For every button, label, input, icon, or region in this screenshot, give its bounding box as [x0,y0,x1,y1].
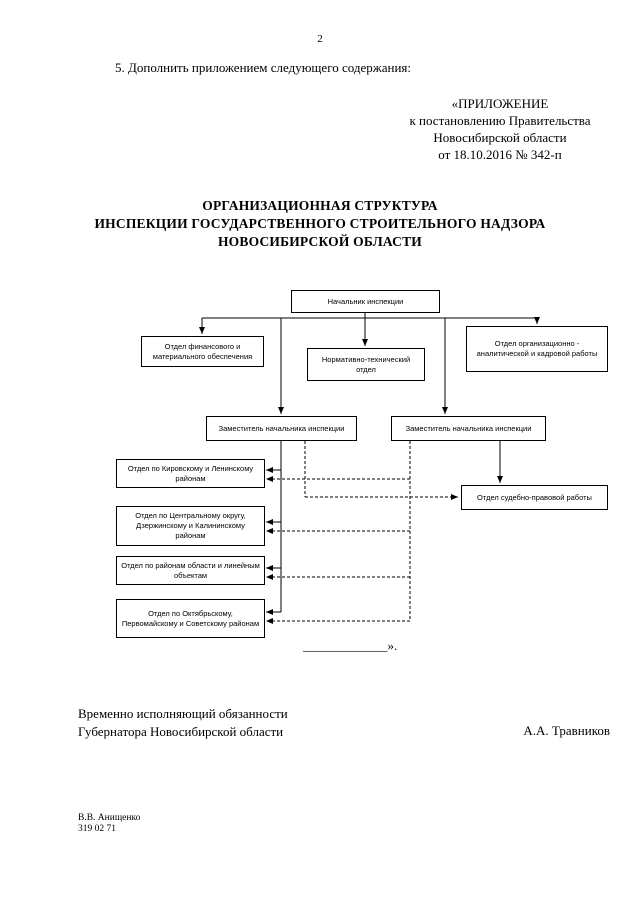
org-box-label: Отдел финансового и материального обеспе… [152,341,253,361]
org-box-kirovsky-leninsky-department: Отдел по Кировскому и Ленинскому районам [116,459,265,488]
title-line-2: ИНСПЕКЦИИ ГОСУДАРСТВЕННОГО СТРОИТЕЛЬНОГО… [94,216,546,231]
annex-header: «ПРИЛОЖЕНИЕ к постановлению Правительств… [375,95,625,163]
org-box-normative-technical-department: Нормативно-технический отдел [307,348,425,381]
org-chart-title: ОРГАНИЗАЦИОННАЯ СТРУКТУРА ИНСПЕКЦИИ ГОСУ… [0,197,640,251]
org-box-label: Нормативно-технический отдел [321,354,411,374]
org-box-finance-department: Отдел финансового и материального обеспе… [141,336,264,367]
closing-quote-mark: _____________». [303,638,398,653]
dashed-connectors [266,441,458,624]
org-box-label: Отдел по Кировскому и Ленинскому районам [127,463,254,483]
annex-line-2: к постановлению Правительства [409,113,591,128]
org-box-judicial-legal-department: Отдел судебно-правовой работы [461,485,608,510]
org-box-deputy-head-1: Заместитель начальника инспекции [206,416,357,441]
signature-line-2: Губернатора Новосибирской области [78,724,284,739]
org-box-label: Начальник инспекции [327,296,404,306]
executor-footnote: В.В. Анищенко 319 02 71 [78,813,140,835]
org-box-label: Заместитель начальника инспекции [218,423,345,433]
page-number: 2 [317,33,323,45]
annex-line-1: «ПРИЛОЖЕНИЕ [451,96,549,111]
annex-line-4: от 18.10.2016 № 342-п [438,147,562,162]
signatory-name: А.А. Травников [523,723,610,738]
title-line-1: ОРГАНИЗАЦИОННАЯ СТРУКТУРА [202,198,438,213]
org-box-label: Отдел по Центральному округу, Дзержинско… [135,511,246,540]
signature-block: Временно исполняющий обязанности Губерна… [78,705,288,741]
org-box-organizational-hr-department: Отдел организационно - аналитической и к… [466,326,608,372]
org-box-head-of-inspection: Начальник инспекции [291,290,440,313]
title-line-3: НОВОСИБИРСКОЙ ОБЛАСТИ [217,234,423,249]
signature-line-1: Временно исполняющий обязанности [78,706,288,721]
org-box-region-districts-department: Отдел по районам области и линейным объе… [116,556,265,585]
org-box-label: Отдел судебно-правовой работы [477,492,592,502]
org-box-label: Отдел по районам области и линейным объе… [121,560,260,580]
executor-name: В.В. Анищенко [78,813,141,823]
org-box-central-dzerzhinsky-kalininsky-department: Отдел по Центральному округу, Дзержинско… [116,506,265,546]
annex-line-3: Новосибирской области [433,130,567,145]
org-box-label: Заместитель начальника инспекции [405,423,532,433]
executor-phone: 319 02 71 [78,824,116,834]
amendment-paragraph: 5. Дополнить приложением следующего соде… [115,60,411,75]
org-box-label: Отдел по Октябрьскому, Первомайскому и С… [121,608,260,628]
org-box-oktyabrsky-pervomaysky-sovetsky-department: Отдел по Октябрьскому, Первомайскому и С… [116,599,265,638]
org-box-deputy-head-2: Заместитель начальника инспекции [391,416,546,441]
org-box-label: Отдел организационно - аналитической и к… [476,339,598,358]
